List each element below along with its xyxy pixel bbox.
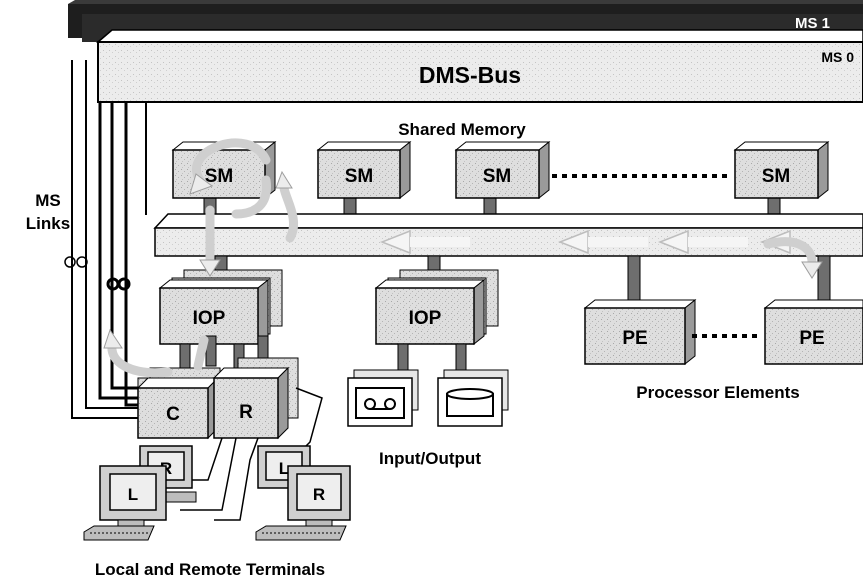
sm-module: SM: [733, 140, 830, 200]
flow-arrowheads: [103, 170, 823, 349]
controller-c-label: C: [166, 404, 180, 425]
terminal-remote: R: [255, 465, 351, 541]
ms-links-label-line1: MS: [35, 191, 61, 210]
ms-links-wiring: [71, 60, 147, 419]
terminal-screen-label: L: [279, 459, 289, 478]
sm-module-label: SM: [345, 166, 374, 187]
ms0-bus: MS 0 DMS-Bus: [95, 29, 863, 103]
flow-arrows: [107, 138, 817, 378]
internal-bus: [153, 213, 863, 257]
tape-device-icon: [347, 369, 419, 427]
dms-bus-title: DMS-Bus: [419, 62, 521, 88]
ms0-label: MS 0: [821, 49, 854, 65]
pe-module: PE: [763, 299, 863, 365]
terminal-local: L: [83, 465, 167, 541]
pe-module: PE: [583, 298, 697, 366]
iop-module-label: IOP: [193, 308, 226, 329]
iop-module: IOP: [158, 269, 283, 346]
shared-memory-label: Shared Memory: [398, 120, 526, 139]
controller-c: C: [136, 367, 221, 440]
terminal-screen-label: L: [128, 485, 138, 504]
iop-module-label: IOP: [409, 308, 442, 329]
controller-r: R: [212, 357, 299, 440]
processor-elements-label: Processor Elements: [636, 383, 799, 402]
bus-drop-connectors: [214, 255, 831, 301]
sm-module-label: SM: [205, 166, 234, 187]
sm-module-label: SM: [762, 166, 791, 187]
disk-device-icon: [437, 369, 509, 427]
controller-r-label: R: [239, 402, 253, 423]
pe-module-label: PE: [799, 328, 824, 349]
ms-links-label-line2: Links: [26, 214, 70, 233]
ms1-label: MS 1: [795, 15, 830, 32]
terminal-screen-label: R: [313, 485, 325, 504]
sm-module: SM: [454, 140, 551, 200]
iop-module: IOP: [374, 269, 499, 346]
sm-module: SM: [316, 140, 412, 200]
input-output-label: Input/Output: [379, 449, 481, 468]
ms-link-coil-icons: [64, 256, 131, 291]
sm-module-label: SM: [483, 166, 512, 187]
terminals-label: Local and Remote Terminals: [95, 560, 325, 579]
pe-module-label: PE: [622, 328, 647, 349]
